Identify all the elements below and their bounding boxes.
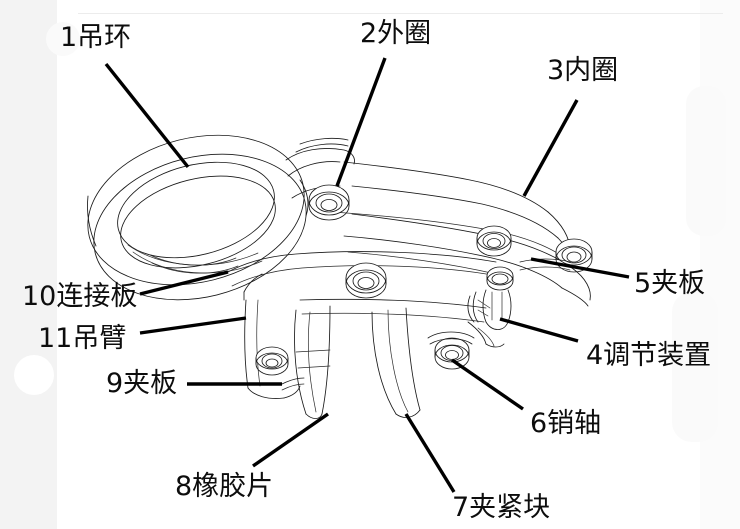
callout-label-8: 8橡胶片 bbox=[175, 471, 274, 502]
callout-label-6: 6销轴 bbox=[530, 408, 602, 439]
callout-label-10: 10连接板 bbox=[22, 281, 138, 312]
leader-line-7 bbox=[404, 413, 456, 493]
inner-arm-boss bbox=[477, 226, 511, 256]
callout-label-1: 1吊环 bbox=[60, 22, 132, 53]
callout-label-7: 7夹紧块 bbox=[452, 492, 551, 523]
plate-boss-lower-left bbox=[256, 347, 288, 375]
inner-arm-end-boss bbox=[556, 239, 592, 272]
callout-label-2: 2外圈 bbox=[360, 18, 432, 49]
adjusting-device bbox=[468, 290, 511, 330]
clamp-plate-right bbox=[520, 259, 570, 270]
leader-line-4 bbox=[499, 317, 579, 343]
callout-label-3: 3内圈 bbox=[547, 55, 619, 86]
callout-label-5: 5夹板 bbox=[634, 268, 706, 299]
leader-line-8 bbox=[252, 412, 329, 468]
leader-line-3 bbox=[522, 99, 579, 197]
callout-label-9: 9夹板 bbox=[106, 368, 178, 399]
leader-line-6 bbox=[451, 358, 524, 411]
callout-label-4: 4调节装置 bbox=[586, 340, 712, 371]
leader-line-10 bbox=[139, 270, 229, 296]
plate-boss-right bbox=[428, 332, 474, 369]
inner-ring-arm bbox=[344, 214, 592, 306]
clamp-plate-left bbox=[282, 378, 304, 390]
leader-line-2 bbox=[335, 57, 387, 187]
connecting-plate-and-arm bbox=[228, 252, 498, 399]
pin-shaft-linkage bbox=[468, 322, 504, 347]
outer-arm-boss bbox=[309, 185, 349, 220]
callout-label-11: 11吊臂 bbox=[38, 323, 127, 354]
outer-ring-arm bbox=[309, 162, 570, 262]
plate-boss-upper bbox=[346, 263, 386, 298]
small-boss-mid bbox=[487, 267, 513, 290]
ring-neck bbox=[286, 138, 355, 198]
leader-line-1 bbox=[104, 62, 190, 169]
leader-line-11 bbox=[139, 316, 247, 335]
leader-line-5 bbox=[530, 257, 630, 279]
rubber-pad-left bbox=[294, 306, 330, 419]
